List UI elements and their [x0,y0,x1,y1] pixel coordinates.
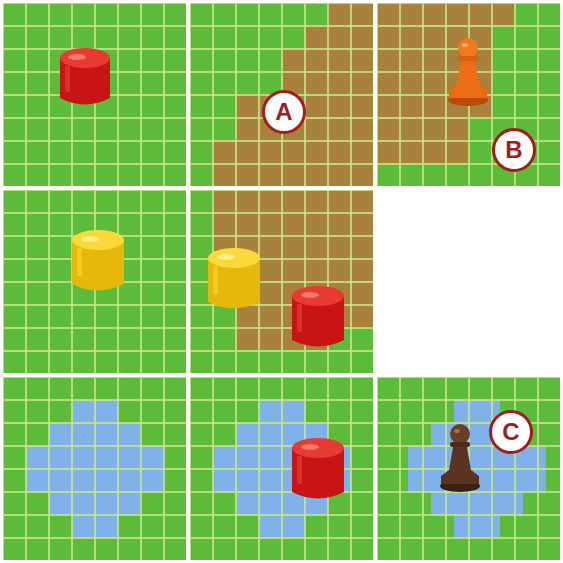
callout-letter: A [275,100,292,124]
meadow-tile [3,190,186,373]
red-cube [60,48,110,105]
yellow-cube [72,230,124,291]
callout-letter: B [505,138,522,162]
red-cube [292,438,344,499]
orange-pawn [448,38,488,106]
road-tile [190,3,373,186]
callout-circle: A [262,90,306,134]
callout-circle: B [492,128,536,172]
road-tile [190,190,373,373]
road-tile [377,3,560,186]
yellow-cube [208,248,260,309]
callout-circle: C [489,410,533,454]
meadow-tile [3,3,186,186]
brown-pawn [440,424,480,492]
callout-letter: C [502,420,519,444]
lake-tile [377,377,560,560]
lake-tile [190,377,373,560]
lake-tile [3,377,186,560]
red-cube [292,286,344,347]
